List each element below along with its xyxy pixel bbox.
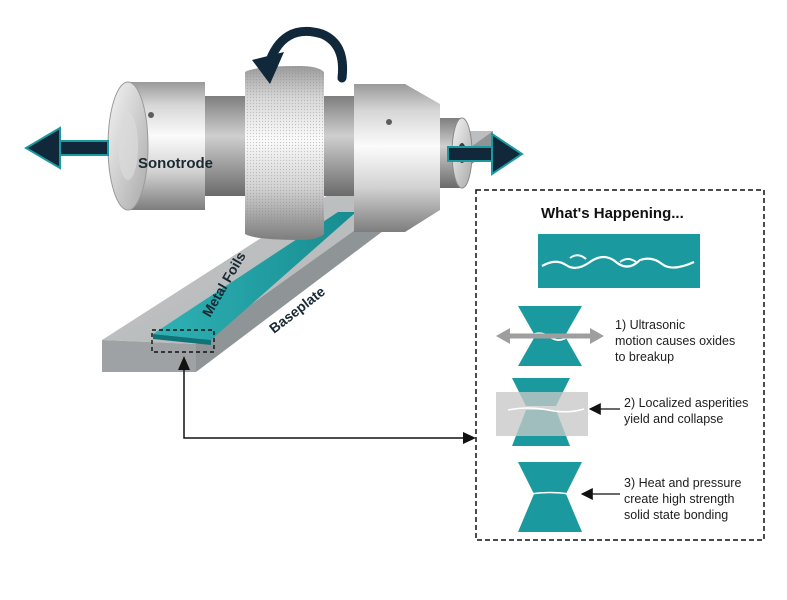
svg-text:2) Localized asperities: 2) Localized asperities <box>624 396 748 410</box>
sonotrode <box>107 66 473 240</box>
baseplate-front <box>102 340 196 372</box>
sonotrode-left-hole <box>148 112 154 118</box>
step-1-graphic <box>496 306 604 366</box>
svg-text:create high strength: create high strength <box>624 492 735 506</box>
sonotrode-right-hole <box>386 119 392 125</box>
sonotrode-left-step <box>205 96 245 196</box>
step-1-text: 1) Ultrasonic motion causes oxides to br… <box>615 318 735 364</box>
left-motion-arrow <box>24 126 109 170</box>
svg-text:3) Heat and pressure: 3) Heat and pressure <box>624 476 741 490</box>
zoom-region-marker <box>151 329 215 353</box>
rotation-arrow <box>252 26 348 84</box>
panel-title: What's Happening... <box>541 205 684 222</box>
zoom-connector <box>178 356 476 444</box>
step-2-graphic <box>496 378 588 446</box>
metal-foil-edge <box>153 334 211 345</box>
sonotrode-right-body <box>354 84 440 232</box>
whats-happening-panel: What's Happening... <box>475 189 765 541</box>
interface-initial <box>538 234 700 288</box>
step-2-text: 2) Localized asperities yield and collap… <box>624 396 748 426</box>
sonotrode-label: Sonotrode <box>138 155 213 172</box>
svg-text:yield and collapse: yield and collapse <box>624 412 723 426</box>
svg-text:motion causes oxides: motion causes oxides <box>615 334 735 348</box>
step-3-graphic <box>518 462 582 532</box>
step-3-text: 3) Heat and pressure create high strengt… <box>624 476 741 522</box>
sonotrode-right-step <box>324 96 354 196</box>
metal-foil-strip <box>153 212 356 340</box>
svg-text:1) Ultrasonic: 1) Ultrasonic <box>615 318 685 332</box>
svg-text:solid state bonding: solid state bonding <box>624 508 728 522</box>
right-motion-arrow <box>447 132 524 176</box>
svg-text:to breakup: to breakup <box>615 350 674 364</box>
